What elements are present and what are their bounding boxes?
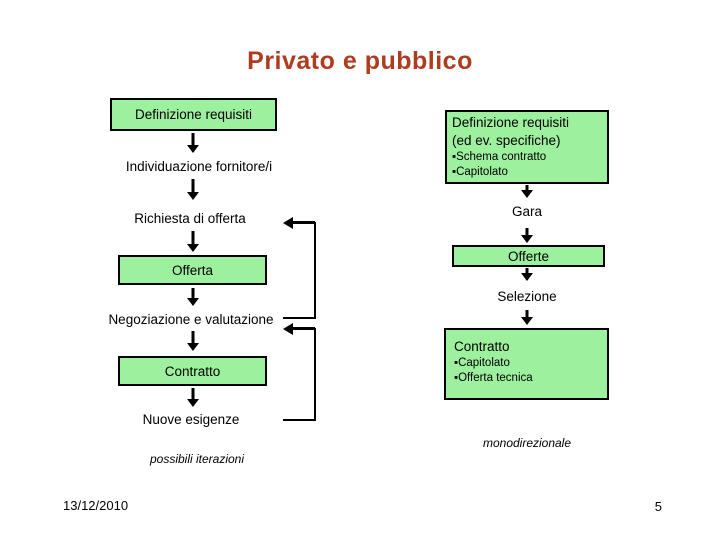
caption-possibili-iterazioni: possibili iterazioni — [149, 452, 245, 466]
box-title-line: (ed ev. specifiche) — [452, 133, 561, 148]
box-title-line: Definizione requisiti — [452, 115, 570, 130]
arrow-down-icon — [187, 133, 199, 153]
arrow-down-icon — [521, 185, 533, 198]
arrow-down-icon — [521, 310, 533, 325]
feedback-loop-line — [283, 419, 316, 421]
box-offerta: Offerta — [118, 255, 267, 285]
box-definizione-requisiti-pubblico: Definizione requisiti (ed ev. specifiche… — [445, 110, 609, 184]
arrow-down-icon — [187, 331, 199, 351]
box-contratto-pubblico: Contratto ▪Capitolato ▪Offerta tecnica — [444, 328, 609, 400]
caption-monodirezionale: monodirezionale — [482, 436, 572, 450]
arrow-down-icon — [187, 288, 199, 306]
feedback-arrow-left-icon — [283, 322, 315, 335]
arrow-down-icon — [187, 388, 199, 407]
feedback-arrow-left-icon — [283, 216, 315, 229]
page-title: Privato e pubblico — [247, 47, 473, 75]
label-nuove-esigenze: Nuove esigenze — [142, 412, 240, 427]
box-definizione-requisiti: Definizione requisiti — [110, 98, 277, 131]
footer-date: 13/12/2010 — [63, 498, 129, 513]
arrow-down-icon — [521, 268, 533, 281]
label-selezione: Selezione — [497, 289, 557, 304]
label-negoziazione-e-valutazione: Negoziazione e valutazione — [108, 312, 274, 327]
label-richiesta-di-offerta: Richiesta di offerta — [134, 211, 246, 226]
label-individuazione-fornitori: Individuazione fornitore/i — [125, 159, 273, 174]
feedback-loop-line — [283, 317, 316, 319]
arrow-down-icon — [187, 179, 199, 200]
label-gara: Gara — [511, 204, 542, 219]
footer-page-number: 5 — [654, 499, 662, 514]
arrow-down-icon — [521, 228, 533, 243]
box-bullet-item: ▪Capitolato — [452, 166, 508, 178]
feedback-loop-line — [314, 328, 316, 421]
box-bullet-item: ▪Capitolato — [454, 357, 510, 369]
arrow-down-icon — [187, 231, 199, 252]
box-bullet-item: ▪Offerta tecnica — [454, 372, 533, 384]
box-offerte: Offerte — [452, 245, 605, 267]
box-contratto: Contratto — [118, 356, 267, 386]
feedback-loop-line — [314, 222, 316, 319]
box-bullet-item: ▪Schema contratto — [452, 151, 547, 163]
box-title-line: Contratto — [454, 339, 510, 354]
